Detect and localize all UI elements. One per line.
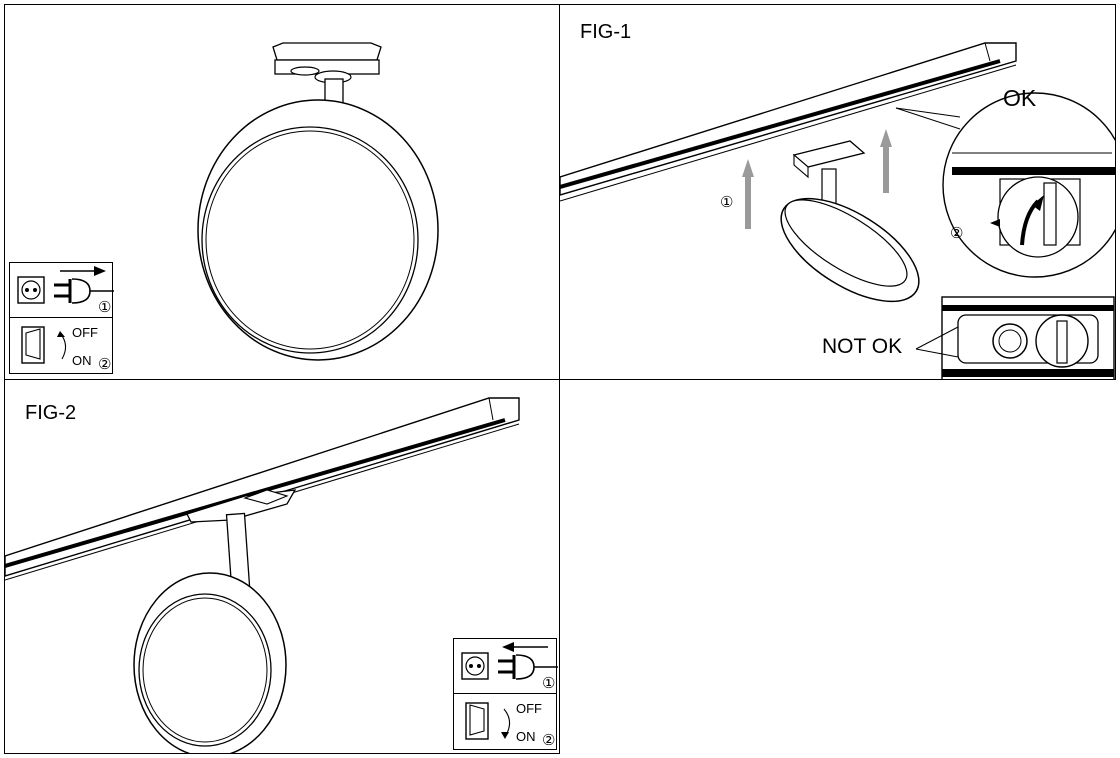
step-number-2: ②	[542, 732, 556, 749]
panel-lamp-overview: ① OFF ON ②	[4, 4, 560, 380]
panel-fig-1: FIG-1	[559, 4, 1116, 380]
ok-zoom-detail	[942, 92, 1115, 278]
fig-2-illustration	[5, 397, 520, 753]
step-number-2: ②	[98, 356, 112, 373]
pull-arrow-icon	[60, 266, 106, 276]
not-ok-zoom-detail	[915, 296, 1115, 379]
socket-icon	[17, 276, 45, 304]
disconnect-steps-box: ① OFF ON ②	[9, 262, 114, 374]
fig-2-label: FIG-2	[25, 402, 77, 424]
plug-icon	[54, 278, 114, 304]
step-number-1: ①	[720, 194, 734, 211]
panel-fig-2: FIG-2	[4, 379, 560, 754]
switch-on-label: ON	[72, 353, 92, 368]
step-divider	[10, 317, 112, 318]
switch-on-label: ON	[516, 729, 536, 744]
step-divider	[454, 693, 556, 694]
fig-1-illustration	[560, 42, 1115, 379]
ok-callout: OK	[1003, 85, 1037, 111]
step-number-2: ②	[950, 225, 964, 242]
fig-1-label: FIG-1	[580, 21, 632, 43]
step-number-1: ①	[98, 299, 112, 316]
step-number-1: ①	[542, 675, 556, 692]
step-icons	[461, 642, 558, 740]
arrow-up-icon	[742, 159, 754, 229]
push-arrow-icon	[502, 642, 548, 652]
not-ok-callout: NOT OK	[822, 335, 903, 358]
step-icons	[17, 266, 114, 364]
switch-off-label: OFF	[72, 325, 98, 340]
connect-steps-box: ① OFF ON ②	[453, 638, 558, 750]
switch-off-label: OFF	[516, 701, 542, 716]
socket-icon	[461, 652, 489, 680]
lamp-illustration	[197, 42, 439, 361]
rocker-switch-icon	[465, 702, 489, 740]
rocker-switch-icon	[21, 326, 45, 364]
arrow-up-icon	[880, 129, 892, 193]
plug-icon	[498, 654, 558, 680]
